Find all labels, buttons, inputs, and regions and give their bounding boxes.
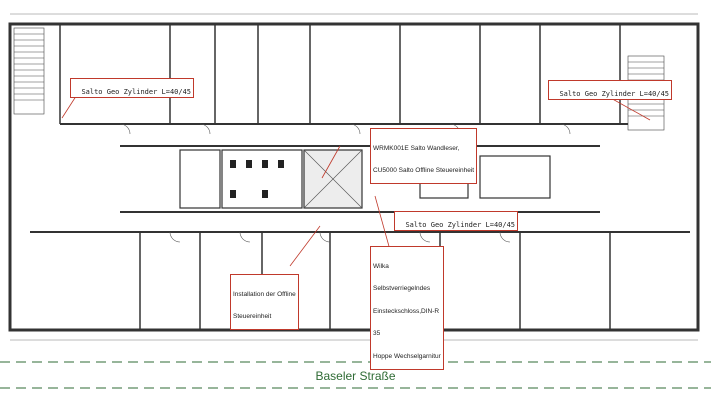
callout-line: CU5000 Salto Offline Steuereinheit [373, 167, 475, 175]
callout-cylinder-right: Salto Geo Zylinder L=40/45 [548, 80, 673, 101]
callout-cylinder-center: Salto Geo Zylinder L=40/45 [394, 211, 519, 232]
callout-line: Installation der Offline [233, 290, 296, 298]
top-room-walls [59, 24, 621, 124]
corridor-walls [30, 123, 690, 233]
callout-lock: Wilka Selbstverriegelndes Einsteckschlos… [370, 246, 444, 370]
callout-text: Salto Geo Zylinder L=40/45 [405, 221, 516, 230]
callout-installation: Installation der Offline Steuereinheit [230, 274, 299, 331]
wc-fixtures [230, 160, 284, 198]
callout-line: Hoppe Wechselgarnitur [373, 352, 441, 360]
callout-line: 35 [373, 330, 381, 338]
callout-cylinder-left: Salto Geo Zylinder L=40/45 [70, 78, 195, 99]
callout-line: Wilka [373, 262, 389, 270]
core-rooms [179, 149, 551, 209]
staircase-left [13, 27, 45, 115]
elevator-shaft [303, 149, 363, 209]
outer-wall [8, 22, 700, 332]
callout-line: WRMK001E Salto Wandleser, [373, 144, 460, 152]
callout-text: Salto Geo Zylinder L=40/45 [559, 90, 670, 99]
callout-line: Einsteckschloss,DIN-R [373, 307, 440, 315]
callout-wall-reader: WRMK001E Salto Wandleser, CU5000 Salto O… [370, 128, 478, 185]
callout-text: Salto Geo Zylinder L=40/45 [81, 88, 192, 97]
callout-line: Steuereinheit [233, 313, 272, 321]
street-label: Baseler Straße [315, 369, 396, 383]
door-swings [119, 123, 571, 243]
callout-line: Selbstverriegelndes [373, 285, 431, 293]
